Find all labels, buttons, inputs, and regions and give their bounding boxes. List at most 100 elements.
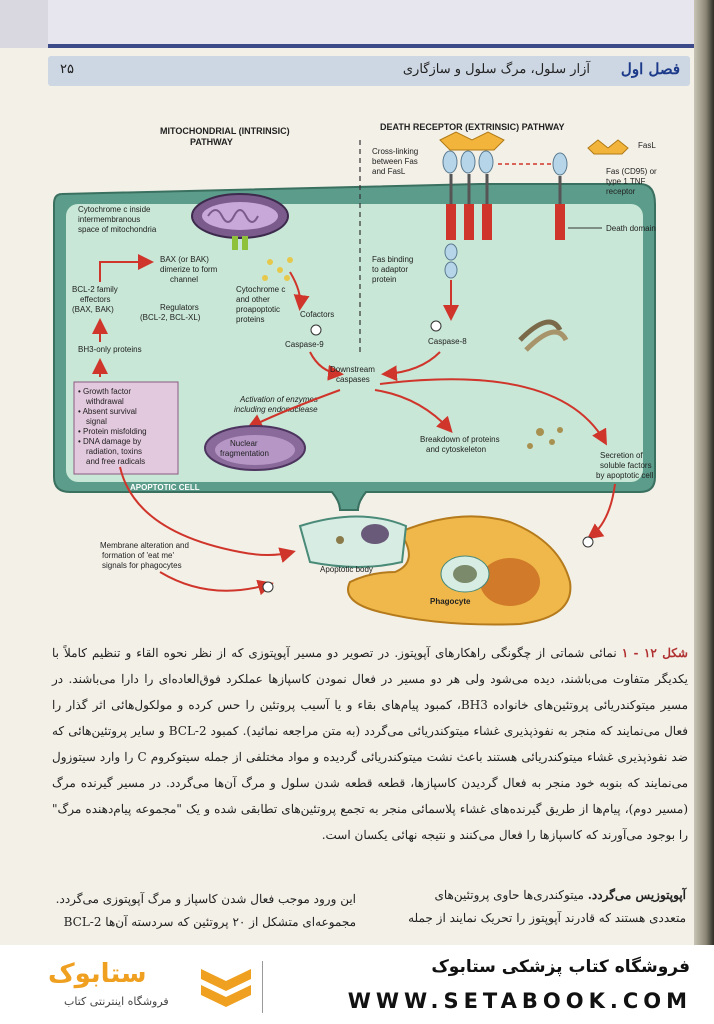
plus-icon-2 — [430, 320, 442, 332]
label-fas-receptor-2: type 1 TNF — [606, 177, 646, 186]
mito-pathway-title: MITOCHONDRIAL (INTRINSIC) — [160, 126, 290, 136]
er-organelle-icon — [518, 319, 569, 352]
page-header: فصل اول آزار سلول، مرگ سلول و سازگاری ۲۵ — [48, 56, 690, 86]
apoptosis-diagram: MITOCHONDRIAL (INTRINSIC) PATHWAY DEATH … — [53, 122, 657, 626]
label-activation: Activation of enzymes — [239, 395, 318, 404]
svg-text:• DNA damage by: • DNA damage by — [78, 437, 141, 446]
chapter-title: آزار سلول، مرگ سلول و سازگاری — [402, 62, 590, 77]
fas-receptor-single — [552, 152, 568, 240]
label-phagocyte: Phagocyte — [430, 597, 471, 606]
label-cytochrome-c: Cytochrome c — [236, 285, 285, 294]
apoptotic-body-2-icon — [440, 555, 490, 593]
top-band — [0, 0, 714, 48]
label-secretion-2: soluble factors — [600, 461, 652, 470]
label-bcl2-family-2: effectors — [80, 295, 111, 304]
arrow-caspase8-downstream — [381, 351, 441, 382]
label-cytochrome-c-3: proapoptotic — [236, 305, 280, 314]
label-caspase-8: Caspase-8 — [428, 337, 467, 346]
label-cyto-inside: Cytochrome c inside — [78, 205, 151, 214]
svg-text:• Growth factor: • Growth factor — [78, 387, 131, 396]
label-fas-binding: Fas binding — [372, 255, 413, 264]
figure-caption: شکل ۱۲ - ۱ نمائی شماتی از چگونگی راهکاره… — [52, 640, 688, 848]
brand-subtitle: فروشگاه اینترنتی کتاب — [64, 995, 169, 1008]
label-nuclear-2: fragmentation — [220, 449, 269, 458]
label-fas-receptor-3: receptor — [606, 187, 636, 196]
arrow-nuclear-body — [119, 466, 296, 563]
label-membrane-alteration-3: signals for phagocytes — [102, 561, 182, 570]
label-caspase-9: Caspase-9 — [285, 340, 324, 349]
label-breakdown-2: and cytoskeleton — [426, 445, 486, 454]
label-bh3-only: BH3-only proteins — [78, 345, 142, 354]
arrow-bcl2-bax — [99, 254, 154, 282]
label-apoptotic-cell: APOPTOTIC CELL — [130, 483, 200, 492]
chapter-label: فصل اول — [620, 60, 680, 78]
label-death-domain: Death domain — [606, 224, 656, 233]
label-apoptotic-body: Apoptotic body — [320, 565, 373, 574]
page-edge — [694, 0, 714, 945]
svg-text:and free radicals: and free radicals — [86, 457, 145, 466]
svg-text:signal: signal — [86, 417, 107, 426]
cytochrome-dots — [262, 257, 293, 281]
bax-channel-icon — [232, 236, 248, 250]
label-cross-linking-2: between Fas — [372, 157, 418, 166]
label-nuclear: Nuclear — [230, 439, 258, 448]
label-bcl2-family-3: (BAX, BAK) — [72, 305, 114, 314]
label-membrane-alteration: Membrane alteration and — [100, 541, 189, 550]
apoptotic-body-icon — [298, 515, 408, 568]
footer-divider — [262, 961, 263, 1013]
nucleus-icon — [204, 425, 306, 471]
brand-logo-text: ستابوک — [48, 959, 147, 989]
arrow-cytc-caspase9 — [289, 271, 310, 311]
page-number: ۲۵ — [60, 62, 74, 77]
svg-text:• Absent survival: • Absent survival — [78, 407, 137, 416]
label-downstream-2: caspases — [336, 375, 370, 384]
fasl-single-icon — [587, 139, 629, 155]
body-column-right: آپوپتوزیس می‌گردد. میتوکندری‌ها حاوی پرو… — [366, 884, 686, 930]
arrow-caspase9-downstream — [309, 351, 344, 381]
label-cytochrome-c-4: proteins — [236, 315, 264, 324]
svg-text:withdrawal: withdrawal — [85, 397, 124, 406]
mitochondrion-icon — [191, 193, 289, 239]
body-text-3: این ورود موجب فعال شدن کاسپاز و مرگ آپوپ… — [55, 892, 356, 906]
book-page: فصل اول آزار سلول، مرگ سلول و سازگاری ۲۵… — [0, 0, 714, 945]
arrow-secretion-phagocyte — [586, 483, 616, 540]
section-heading: آپوپتوزیس می‌گردد. — [587, 888, 686, 902]
body-text: میتوکندری‌ها حاوی پروتئین‌های — [434, 888, 584, 902]
body-text-2: متعددی هستند که قادرند آپوپتوز را تحریک … — [408, 911, 686, 925]
svg-text:• Protein misfolding: • Protein misfolding — [78, 427, 147, 436]
label-secretion-3: by apoptotic cell — [596, 471, 654, 480]
cell-cytoplasm — [66, 204, 643, 482]
label-regulators-2: (BCL-2, BCL-XL) — [140, 313, 201, 322]
arrow-membrane-phagocyte — [159, 571, 274, 596]
store-footer: فروشگاه کتاب پزشکی ستابوک WWW.SETABOOK.C… — [0, 945, 714, 1024]
arrow-downstream-breakdown — [374, 389, 453, 433]
label-fas-binding-3: protein — [372, 275, 396, 284]
label-cyto-inside-3: space of mitochondria — [78, 225, 157, 234]
label-cytochrome-c-2: and other — [236, 295, 270, 304]
figure-caption-text: نمائی شماتی از چگونگی راهکارهای آپوپتوز.… — [52, 646, 689, 842]
label-bcl2-family: BCL-2 family — [72, 285, 118, 294]
label-fasl: FasL — [638, 141, 656, 150]
plus-icon — [310, 324, 322, 336]
label-activation-2: including endonuclease — [234, 405, 318, 414]
store-name: فروشگاه کتاب پزشکی ستابوک — [431, 957, 690, 977]
label-cyto-inside-2: intermembranous — [78, 215, 140, 224]
label-membrane-alteration-2: formation of 'eat me' — [102, 551, 174, 560]
label-bax: BAX (or BAK) — [160, 255, 209, 264]
label-secretion: Secretion of — [600, 451, 643, 460]
store-url[interactable]: WWW.SETABOOK.COM — [347, 989, 692, 1013]
fasl-receptor-complex — [439, 131, 505, 279]
label-fas-binding-2: to adaptor — [372, 265, 408, 274]
arrow-downstream-nuclear — [246, 389, 341, 429]
setabook-logo-icon — [201, 969, 251, 1007]
body-text-4: مجموعه‌ای متشکل از ۲۰ پروتئین که سردسته … — [63, 915, 356, 929]
label-breakdown: Breakdown of proteins — [420, 435, 500, 444]
stimuli-box: • Growth factor withdrawal • Absent surv… — [73, 381, 179, 475]
arrow-downstream-secretion — [379, 378, 607, 446]
plus-icon-3 — [582, 536, 594, 548]
svg-text:radiation, toxins: radiation, toxins — [86, 447, 142, 456]
label-fas-receptor: Fas (CD95) or — [606, 167, 657, 176]
label-bax-2: dimerize to form — [160, 265, 218, 274]
mito-pathway-title-2: PATHWAY — [190, 137, 233, 147]
label-bax-3: channel — [170, 275, 198, 284]
